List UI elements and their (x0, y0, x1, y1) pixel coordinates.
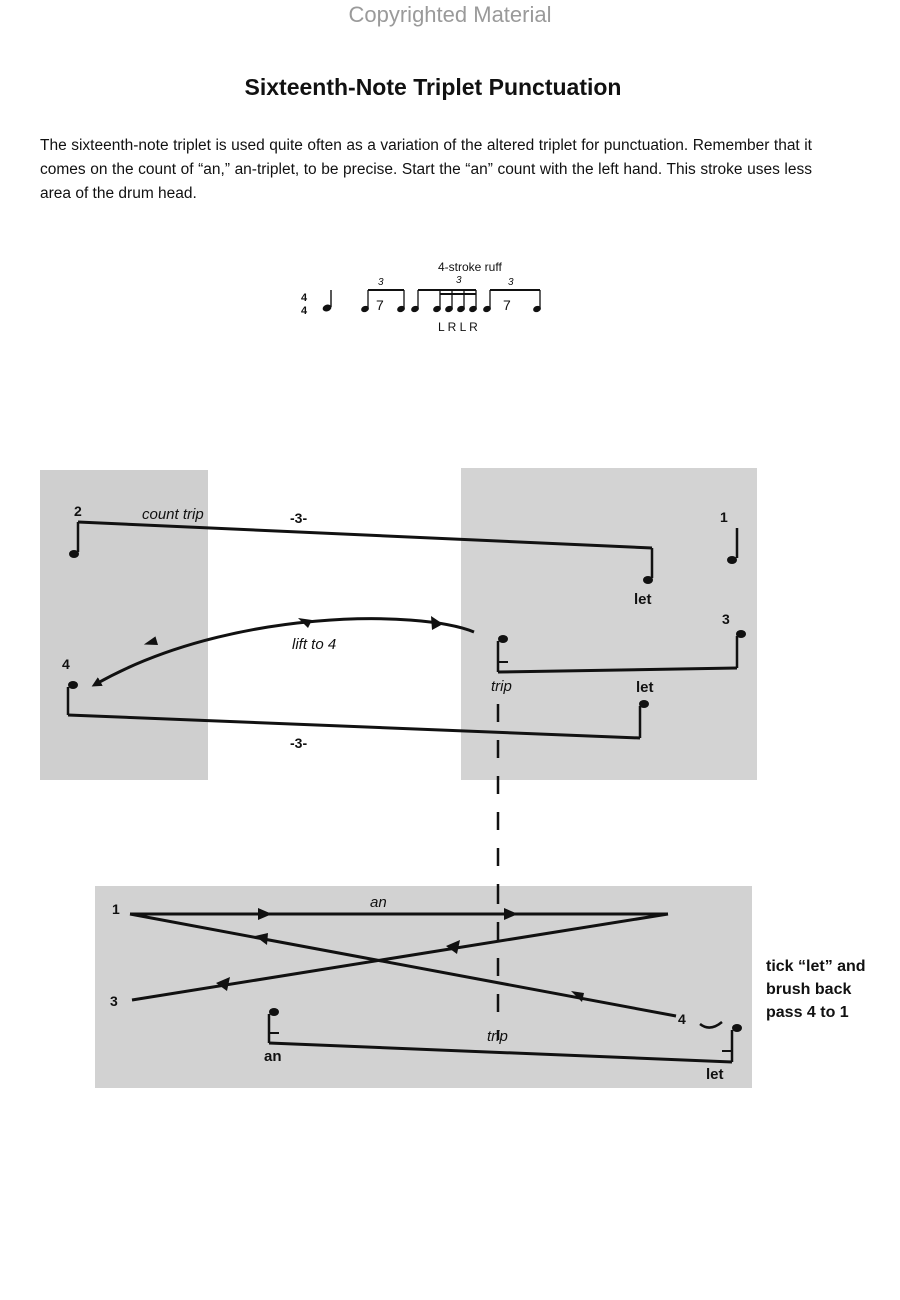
page-title: Sixteenth-Note Triplet Punctuation (244, 74, 622, 100)
intro-paragraph: The sixteenth-note triplet is used quite… (40, 137, 812, 202)
triplet-mark-1: 3 (378, 277, 384, 288)
time-signature-top: 4 (301, 292, 308, 304)
lower-stroke-diagram: 1 an 3 4 an trip let (95, 886, 752, 1088)
count-3-label: 3 (722, 611, 730, 627)
side-note-line-3: pass 4 to 1 (766, 1004, 849, 1021)
svg-text:7: 7 (376, 297, 384, 313)
triplet-group-3: 3 7 (483, 277, 541, 313)
triplet-mark-3: 3 (508, 277, 514, 288)
lower-trip-label: trip (487, 1028, 508, 1045)
left-shaded-area (40, 470, 208, 780)
quarter-note-icon (322, 290, 332, 312)
count-4-label: 4 (62, 656, 70, 672)
count-trip-label: count trip (142, 506, 204, 523)
count-2-label: 2 (74, 503, 82, 519)
lower-count-4-label: 4 (678, 1011, 686, 1027)
copyright-watermark: Copyrighted Material (348, 2, 552, 27)
ruff-group: 3 L R L R (433, 275, 478, 334)
triplet-top-label: -3- (290, 510, 307, 526)
music-notation: 4-stroke ruff 4 4 3 7 3 (301, 260, 541, 334)
svg-text:7: 7 (503, 297, 511, 313)
triplet-group-1: 3 7 (361, 277, 405, 313)
trip-label: trip (491, 678, 512, 695)
triplet-bottom-label: -3- (290, 735, 307, 751)
upper-stroke-diagram: 2 count trip -3- 1 let 3 lift to 4 4 tri… (40, 468, 757, 1040)
count-1-label: 1 (720, 509, 728, 525)
side-note-line-1: tick “let” and (766, 958, 866, 975)
ruff-label: 4-stroke ruff (438, 260, 502, 274)
lower-an-top-label: an (370, 894, 387, 911)
let-label-1: let (634, 591, 652, 608)
triplet-mark-2: 3 (456, 275, 462, 286)
lower-an-left-label: an (264, 1048, 282, 1065)
side-note: tick “let” and brush back pass 4 to 1 (766, 955, 896, 1024)
let-label-2: let (636, 679, 654, 696)
side-note-line-2: brush back (766, 981, 852, 998)
lower-let-label: let (706, 1066, 724, 1083)
lift-label: lift to 4 (292, 636, 336, 653)
sticking-label: L R L R (438, 320, 478, 334)
lower-count-1-label: 1 (112, 901, 120, 917)
lower-count-3-label: 3 (110, 993, 118, 1009)
right-shaded-area (461, 468, 757, 780)
time-signature-bottom: 4 (301, 305, 308, 317)
eighth-note-icon (411, 289, 440, 313)
